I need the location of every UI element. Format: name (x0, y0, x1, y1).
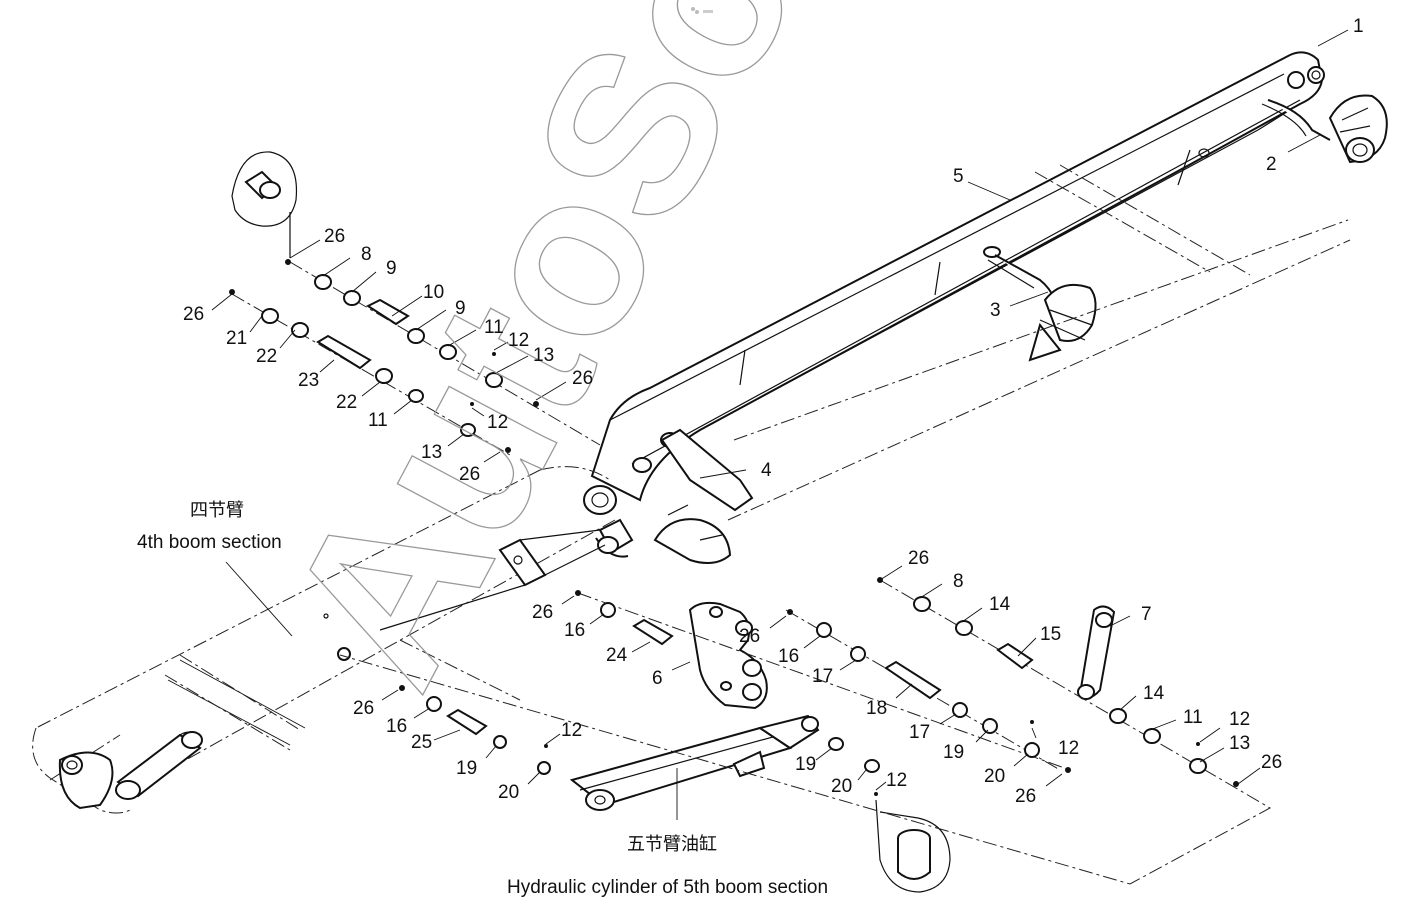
part-label: 26 (532, 602, 553, 623)
part-label: 22 (336, 392, 357, 413)
part-label: 20 (498, 782, 519, 803)
part-label: 23 (298, 370, 319, 391)
part-label: 18 (866, 698, 887, 719)
part-label: 4 (761, 460, 772, 481)
part-label: 26 (908, 548, 929, 569)
part-label: 20 (984, 766, 1005, 787)
part-label: 12 (886, 770, 907, 791)
part-label: 19 (795, 754, 816, 775)
part-label: 26 (183, 304, 204, 325)
part-label: 17 (812, 666, 833, 687)
plate-6 (688, 601, 768, 710)
part-label: 9 (386, 258, 397, 279)
pipe-3 (983, 246, 1097, 362)
part-label: 8 (953, 571, 964, 592)
detail-grease-fitting (231, 151, 298, 258)
part-label: 13 (1229, 733, 1250, 754)
part-label: 11 (484, 317, 504, 338)
part-label: 12 (1229, 709, 1250, 730)
part-label: 19 (943, 742, 964, 763)
part-label: 3 (990, 300, 1001, 321)
part-label: 26 (353, 698, 374, 719)
part-label: 9 (455, 298, 466, 319)
cylinder-label-en: Hydraulic cylinder of 5th boom section (507, 877, 828, 898)
part-label: 11 (368, 410, 388, 431)
top-mark (691, 7, 713, 14)
leader-lines (211, 29, 1349, 791)
part-label: 8 (361, 244, 372, 265)
part-label: 16 (778, 646, 799, 667)
fourth-boom-label-en: 4th boom section (137, 532, 282, 553)
part-label: 12 (487, 412, 508, 433)
assembly-axes (164, 164, 1351, 885)
fourth-boom-section (32, 466, 616, 814)
part-label: 16 (386, 716, 407, 737)
part-label: 25 (411, 732, 432, 753)
hydraulic-cylinder-5th-boom (569, 714, 820, 820)
part-label: 16 (564, 620, 585, 641)
cylinder-label-cn: 五节臂油缸 (627, 833, 717, 855)
part-label: 10 (423, 282, 444, 303)
part-label: 2 (1266, 154, 1277, 175)
part-label: 5 (953, 166, 964, 187)
bracket-4 (595, 428, 754, 565)
part-label: 26 (1015, 786, 1036, 807)
part-label: 26 (459, 464, 480, 485)
part-label: 6 (652, 668, 663, 689)
part-label: 14 (989, 594, 1011, 615)
fourth-boom-label-cn: 四节臂 (190, 500, 244, 521)
part-label: 19 (456, 758, 477, 779)
part-label: 7 (1141, 604, 1152, 625)
fasteners (229, 259, 1239, 796)
part-label: 26 (1261, 752, 1282, 773)
cylinder-mount (379, 529, 606, 631)
part-label: 11 (1183, 707, 1203, 728)
part-label: 12 (561, 720, 582, 741)
part-label: 26 (739, 626, 760, 647)
part-label: 1 (1353, 16, 1364, 37)
part-label: 24 (606, 645, 628, 666)
part-label: 15 (1040, 624, 1061, 645)
part-label: 22 (256, 346, 277, 367)
part-label: 20 (831, 776, 852, 797)
part-label: 17 (909, 722, 930, 743)
part-label: 26 (572, 368, 593, 389)
link-7 (1077, 605, 1116, 700)
hose-assembly (1261, 94, 1388, 164)
part-label: 14 (1143, 683, 1165, 704)
part-number-labels: 1 2 3 4 5 6 7 26 8 9 10 9 11 12 13 26 26… (183, 16, 1364, 807)
part-label: 21 (226, 328, 247, 349)
part-label: 13 (421, 442, 442, 463)
part-label: 12 (1058, 738, 1079, 759)
part-label: 12 (508, 330, 529, 351)
part-label: 13 (533, 345, 554, 366)
part-label: 26 (324, 226, 345, 247)
